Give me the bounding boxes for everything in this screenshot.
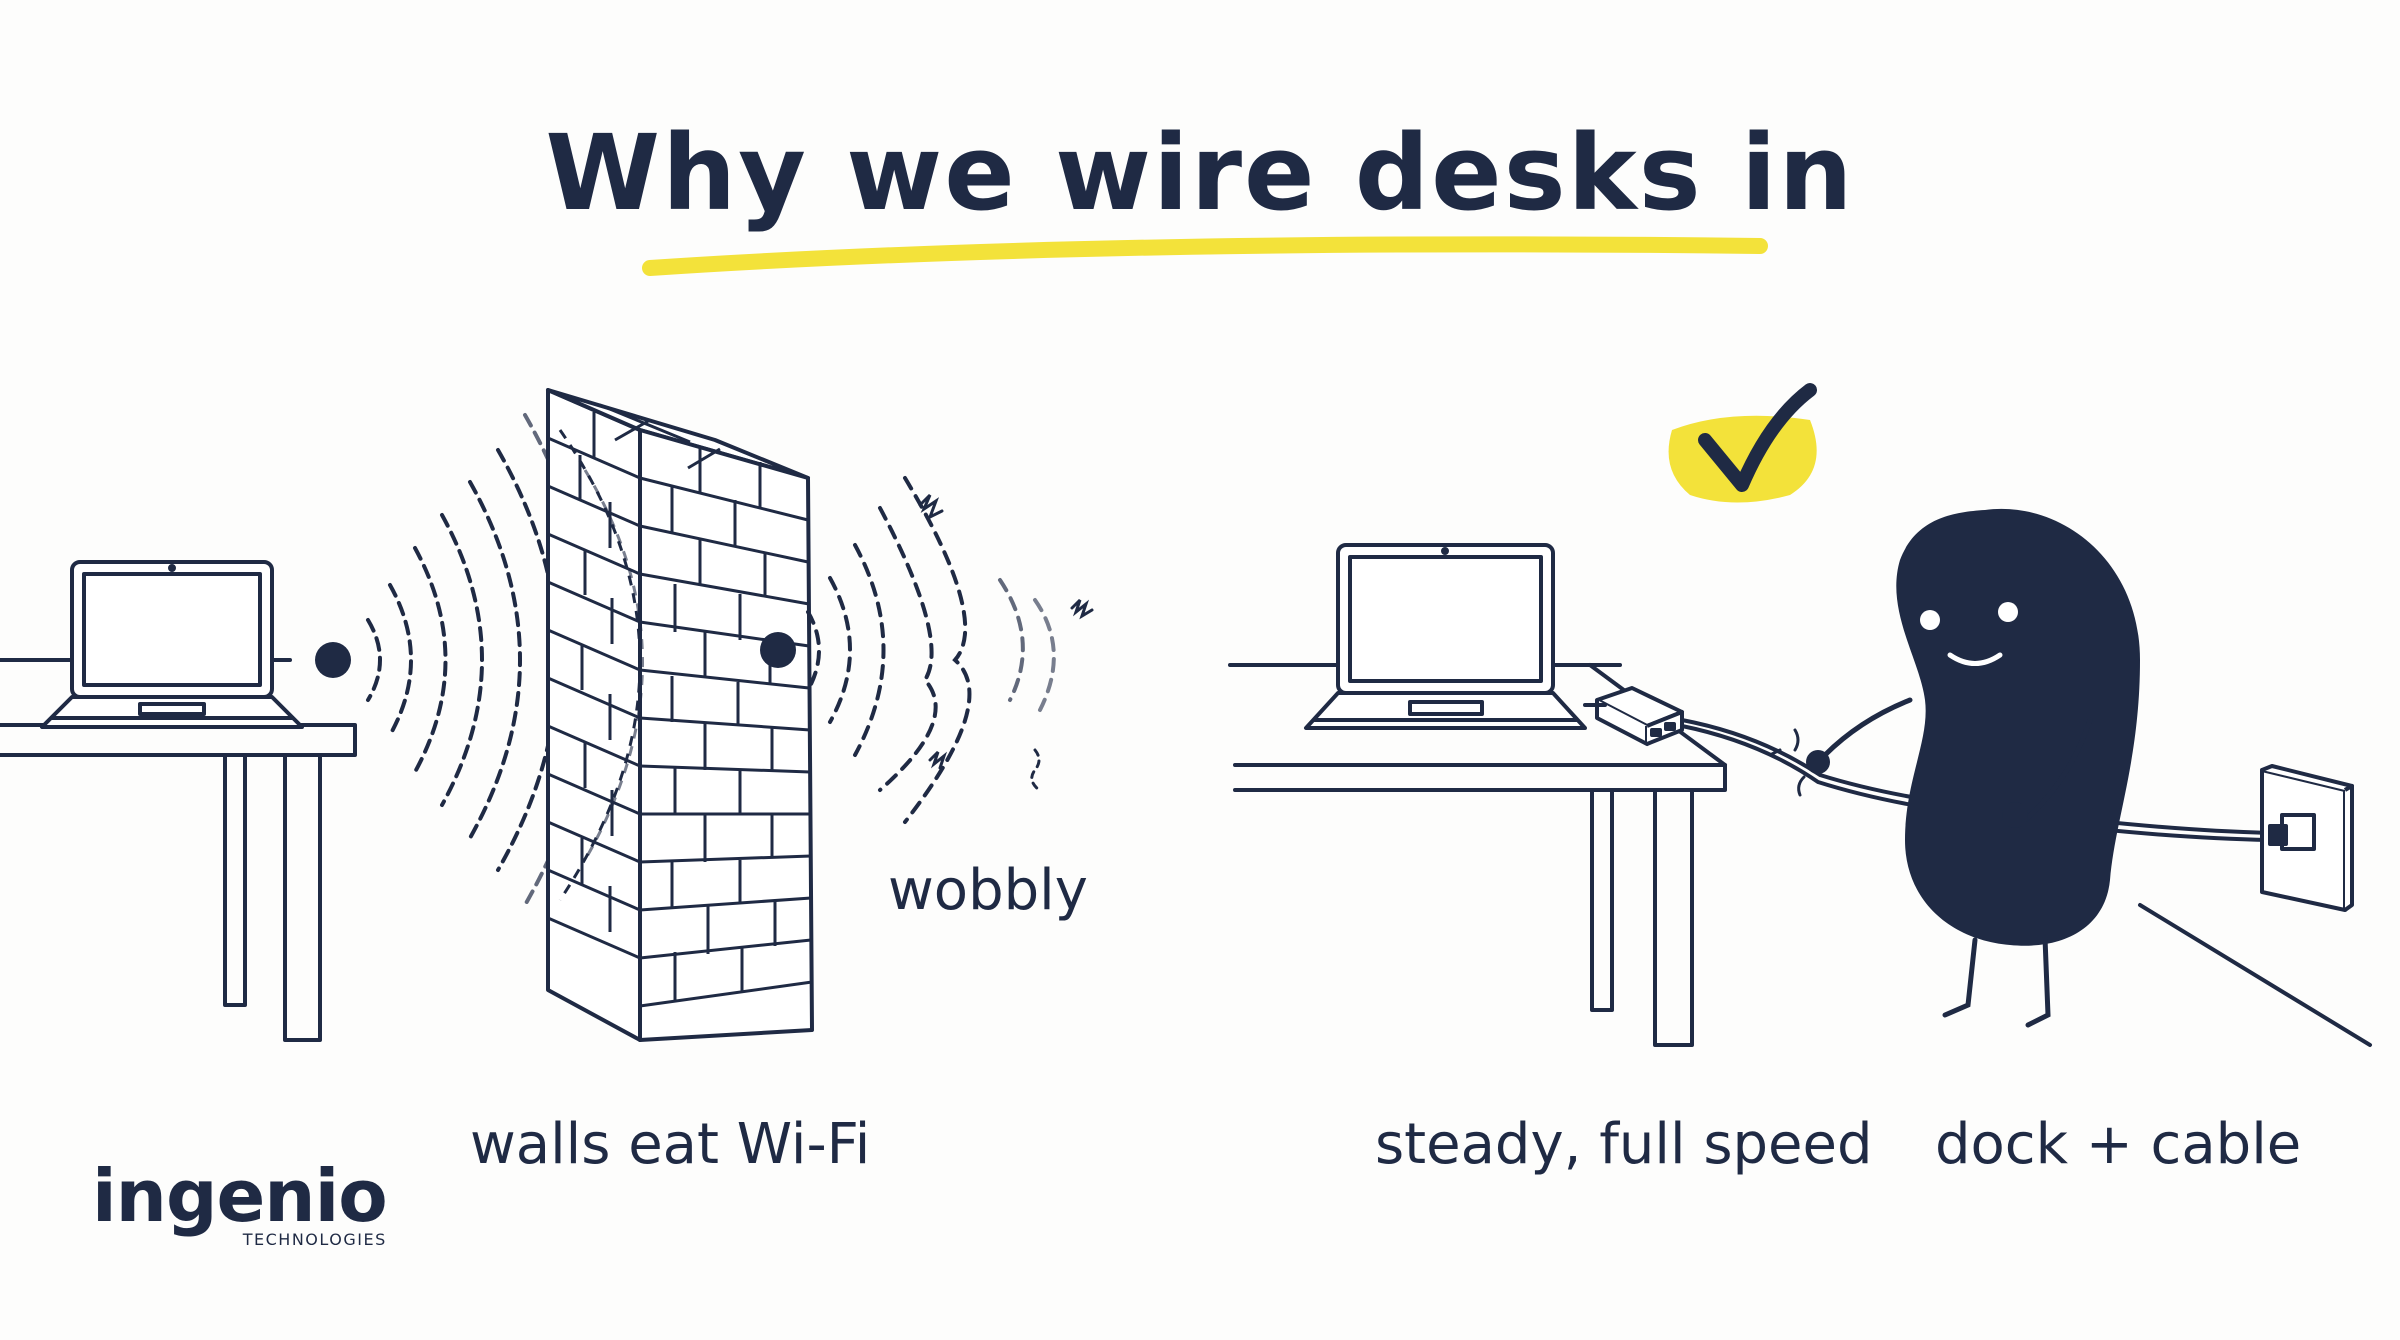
laptop-icon xyxy=(1304,543,1587,730)
page-title: Why we wire desks in xyxy=(545,112,1855,234)
bean-character xyxy=(1770,508,2140,1028)
checkmark-icon xyxy=(1698,383,1817,492)
company-logo: ingenio TECHNOLOGIES xyxy=(92,1154,388,1249)
weak-wifi-signal-icon xyxy=(760,476,1056,824)
logo-name: ingenio xyxy=(92,1154,388,1238)
floor-line xyxy=(2138,903,2372,1047)
dock-label: dock + cable xyxy=(1935,1112,2302,1177)
laptop-icon xyxy=(40,560,304,729)
signal-through-wall xyxy=(558,429,644,901)
steady-label: steady, full speed xyxy=(1375,1112,1873,1177)
wall-socket-icon xyxy=(2260,764,2354,912)
walls-label: walls eat Wi-Fi xyxy=(470,1112,871,1177)
dock-icon xyxy=(1595,686,1684,746)
logo-subtitle: TECHNOLOGIES xyxy=(242,1230,387,1249)
wobbly-label: wobbly xyxy=(888,858,1088,923)
title-underline xyxy=(642,236,1768,276)
brick-lines xyxy=(547,403,813,1008)
squiggle-icon xyxy=(918,493,1094,792)
